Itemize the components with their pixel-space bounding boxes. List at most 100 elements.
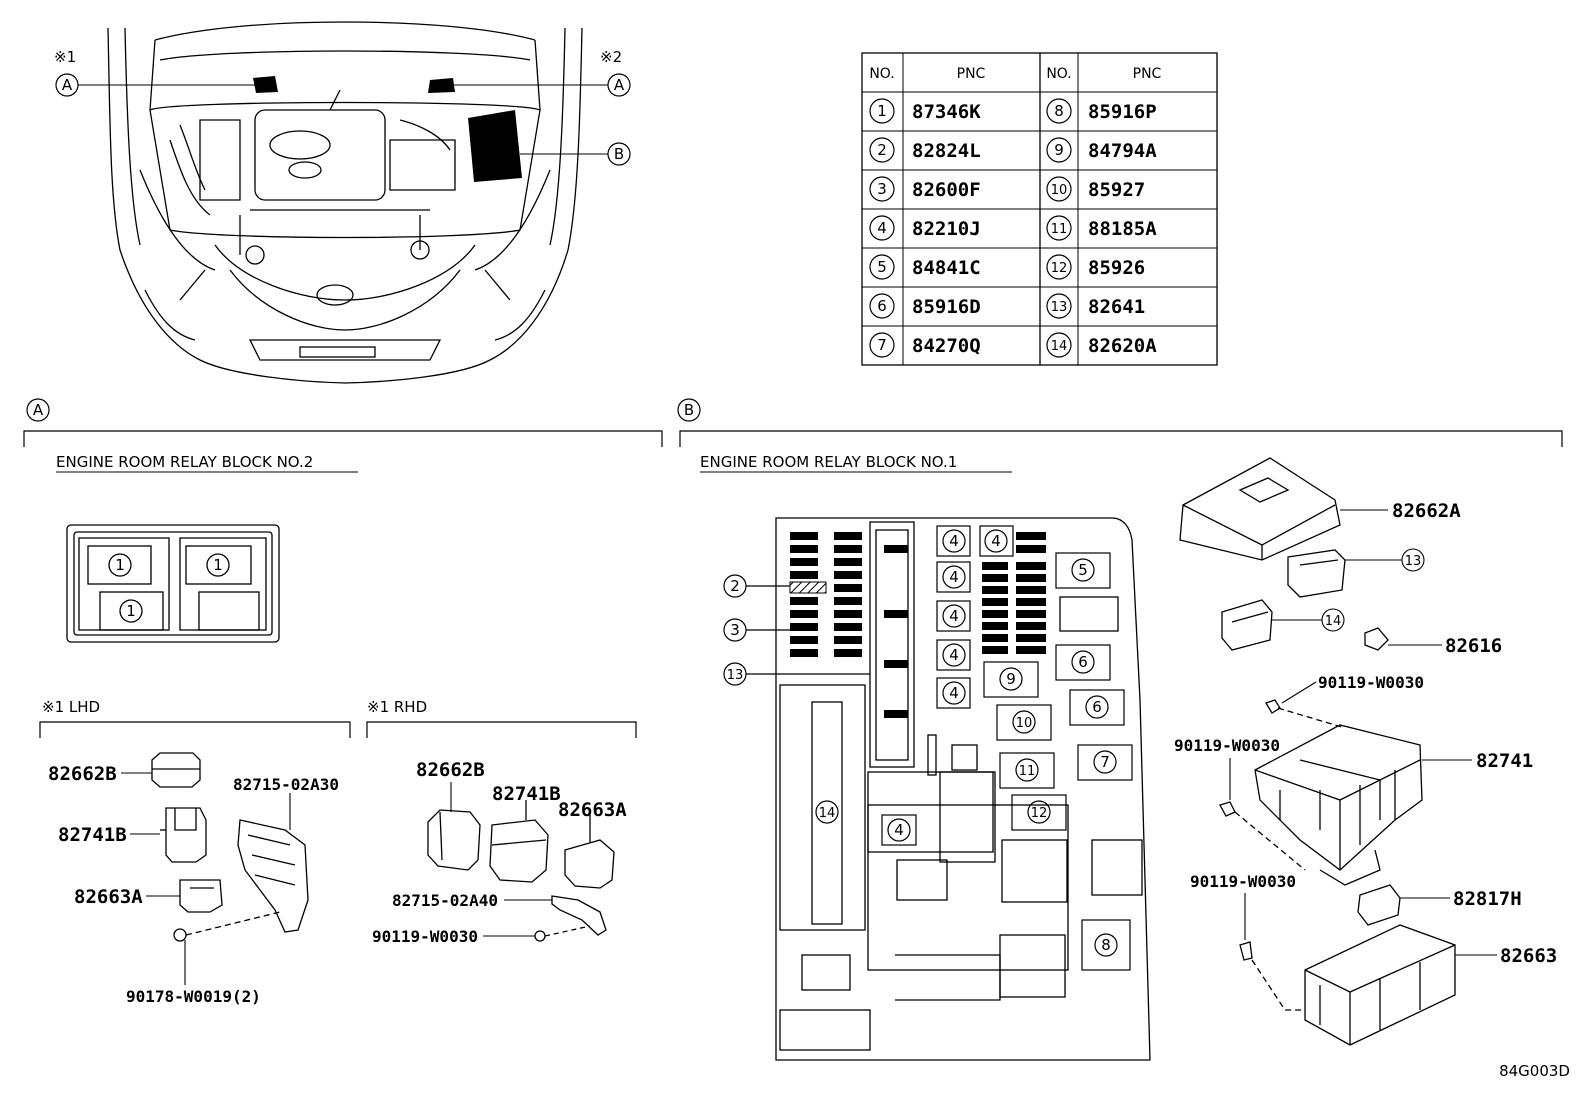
table-cell-pnc: 87346K <box>912 101 981 123</box>
fuse-bar <box>1016 610 1046 618</box>
part-90119-w0030-top: 90119-W0030 <box>1318 673 1424 692</box>
table-header-pnc-2: PNC <box>1133 66 1162 82</box>
part-90119-w0030-mid: 90119-W0030 <box>1174 736 1280 755</box>
table-cell-no: 10 <box>1051 183 1068 198</box>
fuse-bar <box>1016 634 1046 642</box>
hatched-fuse <box>789 581 827 594</box>
fuse-bar <box>1016 574 1046 582</box>
figure-code: 84G003D <box>1499 1062 1570 1080</box>
fuse-bar <box>884 610 908 618</box>
lhd-part-82715-02a30: 82715-02A30 <box>233 775 339 794</box>
block-side-callouts <box>723 574 870 686</box>
block-number: 4 <box>949 568 959 586</box>
pnc-table: NO. PNC NO. PNC <box>861 52 1218 366</box>
part-13: 13 <box>1405 554 1422 569</box>
lhd-part-82741b: 82741B <box>58 824 127 846</box>
table-cell-pnc: 84794A <box>1088 140 1157 162</box>
relay-label: 1 <box>115 556 125 574</box>
table-cell-pnc: 88185A <box>1088 218 1157 240</box>
fuse-bar <box>834 532 862 540</box>
table-number-circle <box>1046 293 1072 319</box>
part-82663: 82663 <box>1500 945 1557 967</box>
table-cell-no: 1 <box>877 102 887 120</box>
block-number: 6 <box>1092 698 1102 716</box>
table-cell-pnc: 82824L <box>912 140 981 162</box>
callout-b: B <box>614 145 624 163</box>
table-number-circle <box>1046 215 1072 241</box>
section-b-marker: B <box>684 401 694 419</box>
rhd-part-82741b: 82741B <box>492 783 561 805</box>
table-cell-no: 9 <box>1054 141 1064 159</box>
table-cell-pnc: 85926 <box>1088 257 1145 279</box>
table-cell-no: 4 <box>877 219 887 237</box>
fuse-bar <box>884 710 908 718</box>
table-cell-pnc: 84841C <box>912 257 981 279</box>
note-1: ※1 <box>54 48 76 66</box>
part-14: 14 <box>1325 614 1342 629</box>
fuse-bar <box>884 660 908 668</box>
table-number-circle <box>1046 137 1072 163</box>
section-a: A ENGINE ROOM RELAY BLOCK NO.2 1 1 1 ※1 … <box>23 398 663 1006</box>
section-a-marker: A <box>33 401 44 419</box>
lhd-leaders <box>121 772 291 985</box>
table-cell-pnc: 85916D <box>912 296 981 318</box>
fuse-bar <box>982 574 1008 582</box>
fuse-bar <box>982 634 1008 642</box>
exploded-parts-drawing <box>1179 457 1456 1046</box>
fuse-bar <box>790 597 818 605</box>
block-number: 8 <box>1101 936 1111 954</box>
block-number: 7 <box>1100 753 1110 771</box>
callout-2: 2 <box>730 577 740 595</box>
block-number: 4 <box>949 532 959 550</box>
callout-a-left: A <box>62 76 73 94</box>
table-number-circle <box>869 254 895 280</box>
table-cell-no: 3 <box>877 180 887 198</box>
fuse-bar <box>982 622 1008 630</box>
table-number-circle <box>1046 332 1072 358</box>
fuse-bar <box>790 623 818 631</box>
rhd-leaders <box>450 782 552 937</box>
table-cell-pnc: 82600F <box>912 179 981 201</box>
block-number: 10 <box>1016 716 1033 731</box>
block-number: 4 <box>949 646 959 664</box>
fuse-bar <box>982 610 1008 618</box>
fuse-bar <box>834 545 862 553</box>
fuse-bar <box>834 558 862 566</box>
block-number: 12 <box>1031 806 1048 821</box>
table-number-circle <box>869 176 895 202</box>
rhd-parts-drawing <box>427 800 615 942</box>
fuse-bar <box>1016 622 1046 630</box>
table-cell-pnc: 82210J <box>912 218 981 240</box>
fuse-bar <box>1016 646 1046 654</box>
part-82817h: 82817H <box>1453 888 1522 910</box>
block-number: 6 <box>1078 653 1088 671</box>
part-90119-w0030-low: 90119-W0030 <box>1190 872 1296 891</box>
table-cell-pnc: 85916P <box>1088 101 1157 123</box>
table-header-no-2: NO. <box>1046 66 1071 82</box>
table-cell-pnc: 84270Q <box>912 335 981 357</box>
rhd-heading: ※1 RHD <box>367 698 427 716</box>
vehicle-overview <box>107 21 583 384</box>
table-cell-no: 8 <box>1054 102 1064 120</box>
table-number-circle <box>869 98 895 124</box>
relay-label: 1 <box>126 602 136 620</box>
table-header-pnc-1: PNC <box>957 66 986 82</box>
fuse-bar <box>982 598 1008 606</box>
block-number: 4 <box>991 532 1001 550</box>
rhd-part-82715-02a40: 82715-02A40 <box>392 891 498 910</box>
relay-label: 1 <box>213 556 223 574</box>
section-b: B ENGINE ROOM RELAY BLOCK NO.1 <box>677 398 1563 1061</box>
table-cell-pnc: 85927 <box>1088 179 1145 201</box>
table-cell-no: 12 <box>1051 261 1068 276</box>
fuse-bar <box>834 610 862 618</box>
exploded-leaders <box>1229 509 1497 956</box>
table-cell-no: 6 <box>877 297 887 315</box>
part-82616: 82616 <box>1445 635 1502 657</box>
table-number-circle <box>869 293 895 319</box>
table-cell-pnc: 82641 <box>1088 296 1145 318</box>
block-number: 14 <box>819 806 836 821</box>
table-number-circle <box>1046 176 1072 202</box>
table-cell-no: 14 <box>1051 339 1068 354</box>
